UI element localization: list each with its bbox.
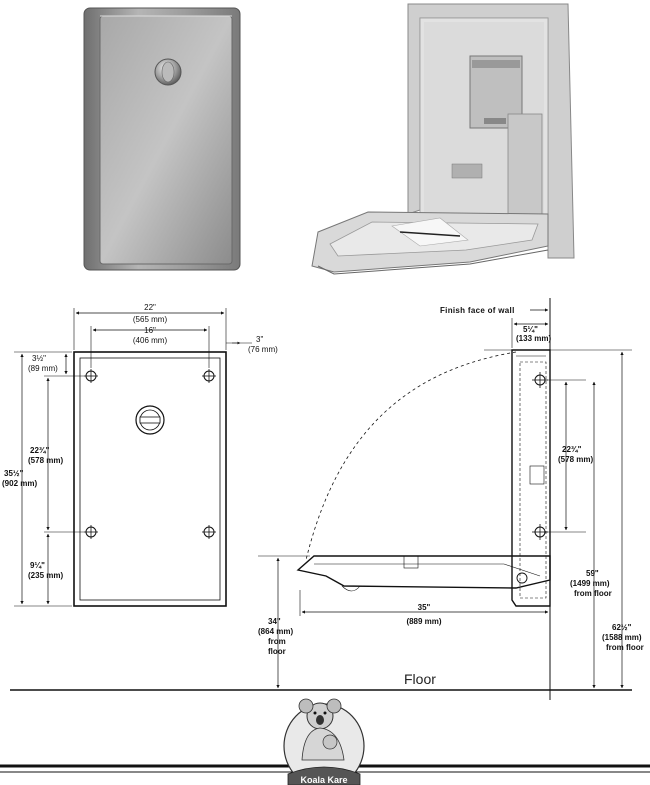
hole-height-mm: (1499 mm) [570,579,610,588]
latch-icon [135,405,165,435]
bed-height-ref2: floor [268,647,286,656]
height-mm: (902 mm) [2,479,37,488]
side-vert-spacing-mm: (578 mm) [558,455,593,464]
top-offset-mm: (89 mm) [28,364,58,373]
bed-swing-arc [305,351,517,561]
floor-label: Floor [404,671,436,687]
hole-height-in: 59" [586,569,599,578]
top-height-mm: (1588 mm) [602,633,642,642]
side-vert-spacing-in: 22¾" [562,445,582,454]
front-width-mm: (565 mm) [133,315,168,324]
open-length-in: 35" [418,603,431,612]
top-offset-in: 3½" [32,354,46,363]
wall-face-label: Finish face of wall [440,306,515,315]
front-width-in: 22" [144,303,156,312]
top-height-ref: from floor [606,643,644,652]
side-mounting-hole-icon [532,372,548,540]
vert-hole-spacing-mm: (578 mm) [28,456,63,465]
depth-mm: (76 mm) [248,345,278,354]
logo-text: Koala Kare [300,775,347,785]
height-in: 35½" [4,469,24,478]
depth-in: 3" [256,335,263,344]
side-open-bed [296,555,551,589]
hole-spacing-mm: (406 mm) [133,336,168,345]
depth-closed-mm: (133 mm) [516,334,551,343]
koala-kare-logo: Koala Kare [0,698,650,785]
depth-closed-in: 5¼" [523,325,538,334]
open-length-mm: (889 mm) [406,617,441,626]
vert-hole-spacing-in: 22¾" [30,446,50,455]
open-unit-photo [311,3,575,275]
front-view-drawing [14,308,252,607]
top-height-in: 62½" [612,623,632,632]
side-view-drawing [258,298,632,700]
bed-height-ref1: from [268,637,286,646]
bottom-offset-in: 9¼" [30,561,45,570]
closed-unit-photo [83,7,241,271]
hole-spacing-in: 16" [144,326,156,335]
bed-height-in: 34" [268,617,281,626]
mounting-hole-icon [84,369,216,539]
hole-height-ref: from floor [574,589,612,598]
bed-height-mm: (864 mm) [258,627,293,636]
bottom-offset-mm: (235 mm) [28,571,63,580]
